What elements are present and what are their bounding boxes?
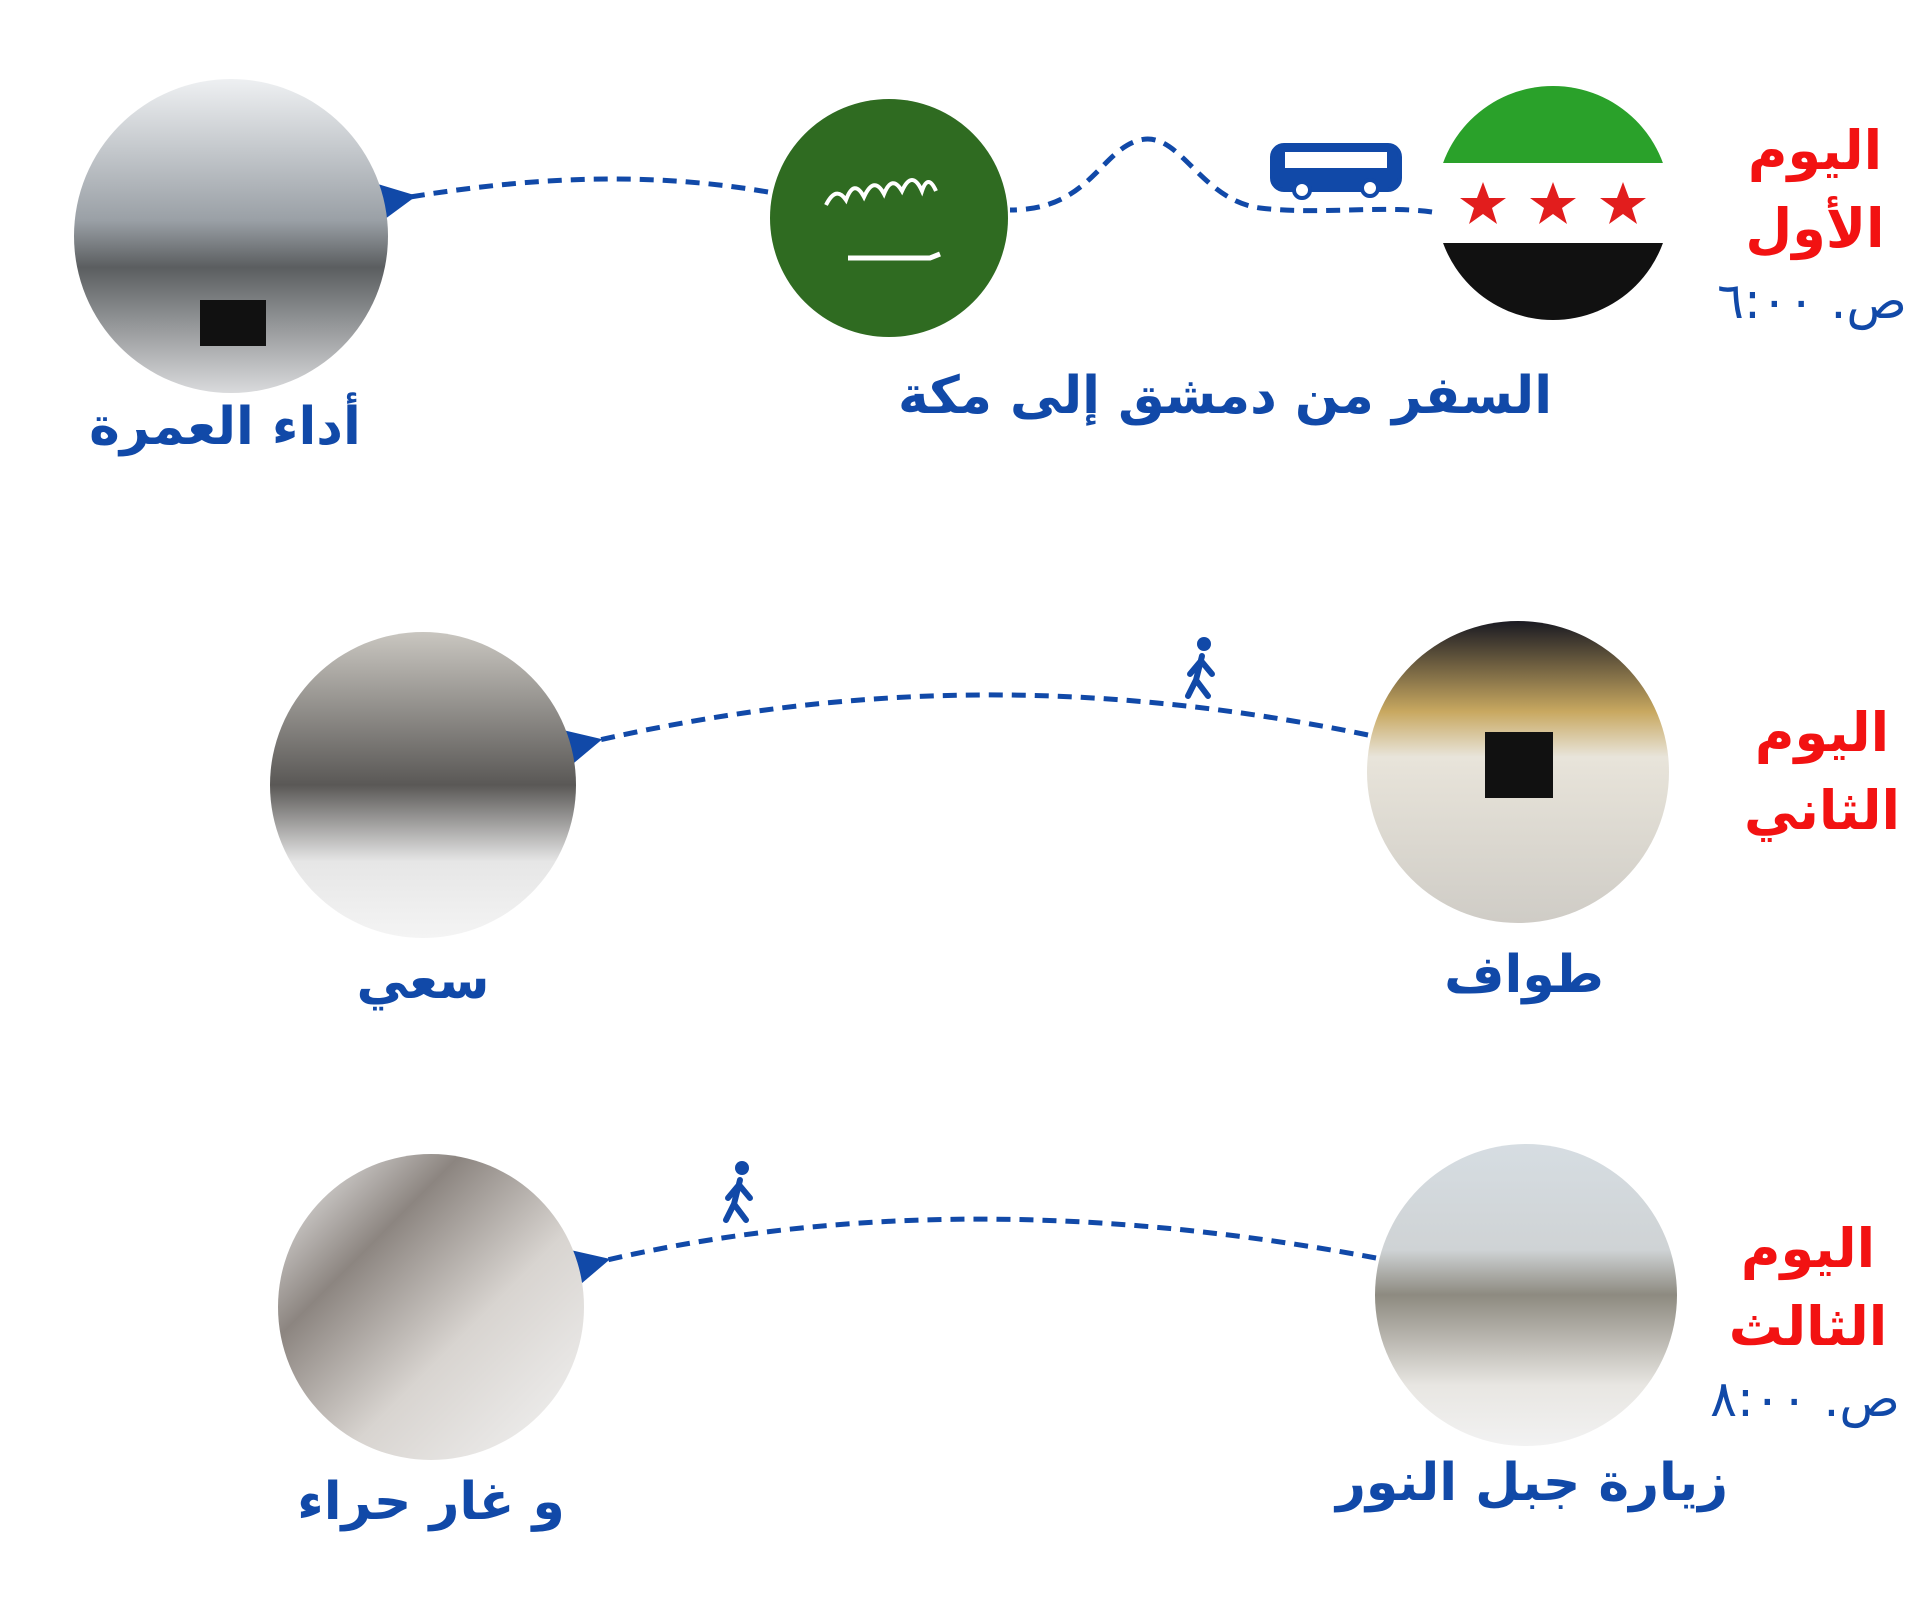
day-title-line: الأول [1745, 197, 1885, 260]
label-umrah: أداء العمرة [89, 397, 361, 457]
day-2-title: اليوم الثاني [1744, 694, 1900, 850]
route-path-tawaf-sai [547, 692, 1369, 776]
day-title-line: الثالث [1728, 1295, 1888, 1358]
walking-icon [723, 1161, 753, 1223]
label-tawaf: طواف [1444, 945, 1604, 1005]
hira-cave-photo [278, 1154, 584, 1460]
day-3-title: اليوم الثالث [1729, 1210, 1888, 1366]
sai-photo [270, 632, 576, 938]
day-1-title: اليوم الأول [1745, 112, 1884, 268]
jabal-nour-photo [1375, 1144, 1677, 1446]
umrah-kaaba-photo [74, 79, 388, 393]
route-path-nour-hira [555, 1216, 1377, 1296]
day-title-line: اليوم [1754, 701, 1890, 764]
day-title-line: اليوم [1740, 1217, 1876, 1280]
walking-icon [1185, 637, 1215, 699]
saudi-flag-icon [770, 99, 1008, 337]
bus-icon [1270, 143, 1402, 200]
tawaf-kaaba-photo [1367, 621, 1669, 923]
label-jabal-nour: زيارة جبل النور [1335, 1453, 1729, 1513]
day-title-line: اليوم [1747, 119, 1883, 182]
label-hira-cave: و غار حراء [297, 1472, 565, 1532]
route-path-saudi-umrah [363, 176, 769, 229]
day-1-time: ص. ٦:٠٠ [1717, 272, 1907, 330]
syria-flag-icon [1436, 86, 1670, 320]
label-sai: سعي [356, 951, 490, 1011]
route-path-damascus-saudi [1009, 136, 1433, 215]
day-3-time: ص. ٨:٠٠ [1710, 1370, 1900, 1428]
label-travel-damascus-mecca: السفر من دمشق إلى مكة [897, 366, 1553, 426]
day-title-line: الثاني [1743, 779, 1901, 842]
